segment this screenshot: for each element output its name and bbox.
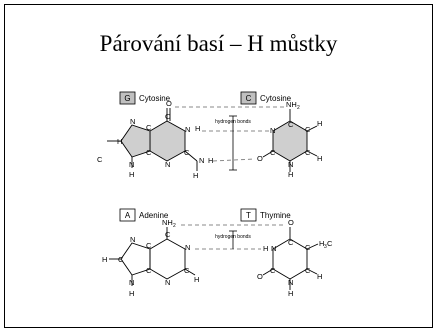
svg-text:O: O bbox=[288, 218, 294, 227]
guanine-six-ring bbox=[149, 120, 186, 162]
guanine-name: Cytosine bbox=[139, 94, 171, 103]
guanine-letter-box bbox=[119, 91, 136, 105]
thymine-name: Thymine bbox=[260, 211, 291, 220]
svg-text:N: N bbox=[288, 278, 293, 287]
svg-text:N: N bbox=[185, 243, 190, 252]
adenine-six-ring bbox=[149, 238, 186, 280]
guanine-letter: G bbox=[124, 94, 130, 103]
svg-text:N: N bbox=[165, 160, 170, 169]
svg-text:C: C bbox=[146, 123, 152, 132]
svg-text:3: 3 bbox=[324, 244, 327, 250]
g-o-atom: O bbox=[166, 99, 172, 108]
svg-text:NH: NH bbox=[286, 100, 297, 109]
svg-text:N: N bbox=[129, 278, 134, 287]
svg-text:C: C bbox=[146, 241, 152, 250]
slide-title: Párování basí – H můstky bbox=[99, 31, 338, 56]
svg-text:H: H bbox=[102, 255, 107, 264]
svg-text:2: 2 bbox=[173, 223, 176, 229]
svg-text:C: C bbox=[165, 112, 171, 121]
thymine-letter-box bbox=[240, 208, 257, 222]
svg-text:N: N bbox=[270, 126, 275, 135]
svg-text:H: H bbox=[263, 244, 268, 253]
at-pair: A Adenine T Thymine NH 2 N C C N C H N C… bbox=[102, 208, 333, 298]
gc-hydrogen-bonds-label: hydrogen bonds bbox=[215, 119, 251, 125]
svg-text:H: H bbox=[193, 171, 198, 180]
svg-text:O: O bbox=[257, 154, 263, 163]
svg-text:C: C bbox=[270, 266, 276, 275]
svg-text:N: N bbox=[271, 244, 276, 253]
base-pairing-diagram: G Cytosine C Cytosine O N C C N H C N C … bbox=[97, 91, 333, 298]
cytosine-letter: C bbox=[246, 94, 252, 103]
svg-text:C: C bbox=[118, 255, 124, 264]
svg-text:H: H bbox=[317, 119, 322, 128]
cytosine-name: Cytosine bbox=[260, 94, 292, 103]
adenine-five-ring bbox=[120, 242, 151, 276]
svg-text:H: H bbox=[288, 289, 293, 298]
svg-text:H: H bbox=[129, 170, 134, 179]
svg-text:C: C bbox=[270, 148, 276, 157]
svg-text:H: H bbox=[317, 154, 322, 163]
svg-text:H: H bbox=[117, 137, 122, 146]
svg-text:H: H bbox=[129, 289, 134, 298]
svg-text:N: N bbox=[130, 117, 135, 126]
svg-text:O: O bbox=[257, 272, 263, 281]
adenine-letter: A bbox=[125, 211, 131, 220]
svg-text:C: C bbox=[97, 155, 103, 164]
adenine-name: Adenine bbox=[139, 211, 169, 220]
svg-text:N: N bbox=[288, 160, 293, 169]
svg-text:N: N bbox=[199, 156, 204, 165]
gc-hydrogen-bonds bbox=[175, 106, 285, 162]
svg-text:C: C bbox=[184, 266, 190, 275]
svg-text:N: N bbox=[185, 125, 190, 134]
svg-text:H: H bbox=[317, 272, 322, 281]
svg-text:H: H bbox=[195, 124, 200, 133]
svg-text:C: C bbox=[184, 148, 190, 157]
adenine-letter-box bbox=[119, 208, 136, 222]
svg-text:C: C bbox=[288, 238, 294, 247]
svg-text:2: 2 bbox=[297, 105, 300, 111]
svg-text:C: C bbox=[305, 243, 311, 252]
svg-text:C: C bbox=[305, 266, 311, 275]
thymine-letter: T bbox=[246, 211, 251, 220]
svg-text:C: C bbox=[146, 266, 152, 275]
cytosine-letter-box bbox=[240, 91, 257, 105]
svg-text:H: H bbox=[208, 156, 213, 165]
svg-text:N: N bbox=[165, 278, 170, 287]
svg-text:H: H bbox=[319, 239, 324, 248]
gc-pair: G Cytosine C Cytosine O N C C N H C N C … bbox=[97, 91, 322, 180]
svg-text:C: C bbox=[305, 148, 311, 157]
svg-text:N: N bbox=[130, 235, 135, 244]
svg-text:C: C bbox=[146, 148, 152, 157]
svg-text:NH: NH bbox=[162, 218, 173, 227]
svg-text:C: C bbox=[165, 230, 171, 239]
svg-text:C: C bbox=[305, 125, 311, 134]
guanine-five-ring bbox=[120, 124, 151, 158]
svg-text:C: C bbox=[288, 120, 294, 129]
svg-text:H: H bbox=[194, 275, 199, 284]
svg-text:C: C bbox=[327, 239, 333, 248]
slide: Párování basí – H můstky G Cytosine C Cy… bbox=[4, 4, 433, 328]
svg-text:H: H bbox=[288, 170, 293, 179]
at-hydrogen-bonds bbox=[181, 224, 285, 250]
svg-text:N: N bbox=[129, 160, 134, 169]
at-hydrogen-bonds-label: hydrogen bonds bbox=[215, 234, 251, 240]
